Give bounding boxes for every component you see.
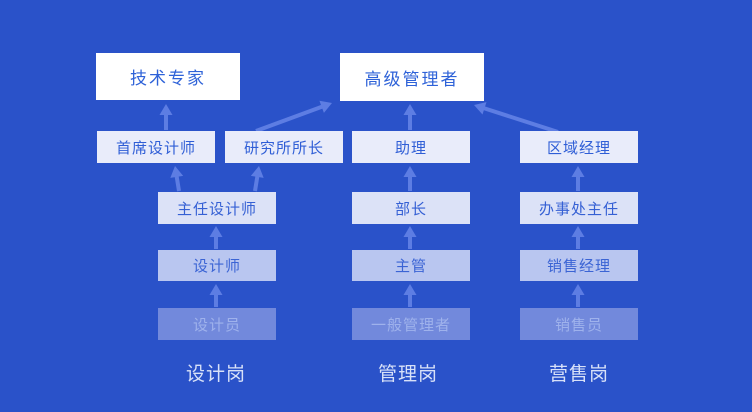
arrow-design-staff-to-designer bbox=[209, 284, 223, 307]
arrow-director-designer-to-institute-director bbox=[250, 166, 264, 192]
arrow-department-head-to-assistant bbox=[403, 166, 417, 191]
arrow-institute-director-to-senior-manager bbox=[255, 100, 332, 133]
arrow-general-manager-to-supervisor bbox=[403, 284, 417, 307]
node-general-manager: 一般管理者 bbox=[352, 308, 470, 340]
arrow-designer-to-director-designer bbox=[209, 226, 223, 249]
node-director-designer: 主任设计师 bbox=[158, 192, 276, 224]
arrow-supervisor-to-department-head bbox=[403, 226, 417, 249]
column-label-sales-post: 营售岗 bbox=[548, 363, 609, 385]
node-institute-director: 研究所所长 bbox=[225, 131, 343, 163]
node-assistant: 助理 bbox=[352, 131, 470, 163]
node-sales-manager: 销售经理 bbox=[520, 250, 638, 281]
node-tech-expert: 技术专家 bbox=[96, 53, 240, 100]
arrow-director-designer-to-chief-designer bbox=[170, 166, 184, 192]
arrow-assistant-to-senior-manager bbox=[403, 104, 417, 130]
node-senior-manager: 高级管理者 bbox=[340, 53, 484, 101]
arrow-regional-manager-to-senior-manager bbox=[474, 102, 559, 134]
node-office-director: 办事处主任 bbox=[520, 192, 638, 224]
arrow-sales-manager-to-office-director bbox=[571, 226, 585, 249]
node-regional-manager: 区域经理 bbox=[520, 131, 638, 163]
arrow-office-director-to-regional-manager bbox=[571, 166, 585, 191]
column-label-design-post: 设计岗 bbox=[185, 363, 246, 385]
arrow-salesperson-to-sales-manager bbox=[571, 284, 585, 307]
node-chief-designer: 首席设计师 bbox=[97, 131, 215, 163]
node-department-head: 部长 bbox=[352, 192, 470, 224]
column-label-management-post: 管理岗 bbox=[377, 363, 438, 385]
arrow-chief-designer-to-tech-expert bbox=[159, 104, 173, 130]
node-salesperson: 销售员 bbox=[520, 308, 638, 340]
node-supervisor: 主管 bbox=[352, 250, 470, 281]
node-design-staff: 设计员 bbox=[158, 308, 276, 340]
node-designer: 设计师 bbox=[158, 250, 276, 281]
